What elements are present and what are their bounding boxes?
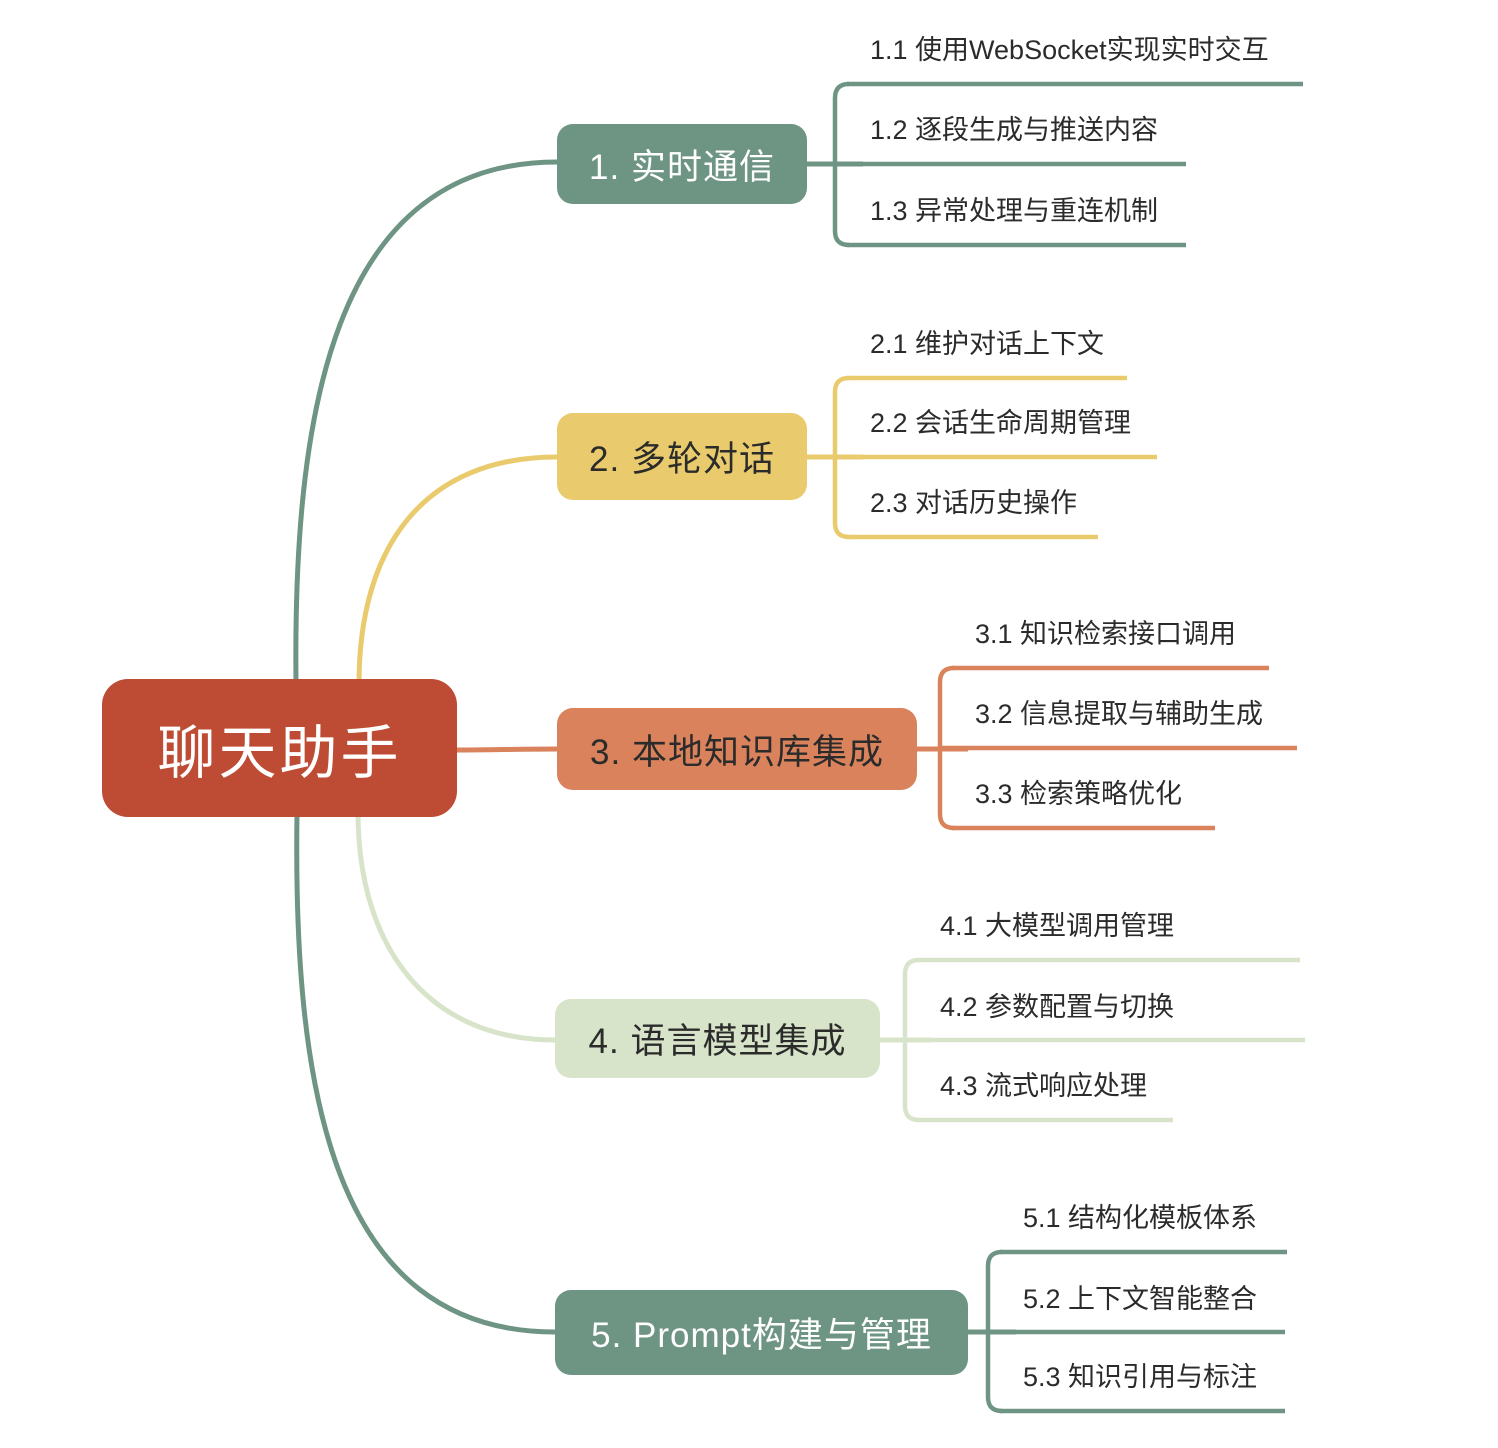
root-to-branch-2-curve (356, 454, 560, 687)
subtopic-2-3[interactable]: 2.3 对话历史操作 (870, 488, 1078, 518)
subtopic-1-1[interactable]: 1.1 使用WebSocket实现实时交互 (870, 35, 1269, 65)
subtopic-2-2[interactable]: 2.2 会话生命周期管理 (870, 408, 1132, 438)
subtopic-5-1[interactable]: 5.1 结构化模板体系 (1023, 1203, 1258, 1233)
branch-4-label: 4. 语言模型集成 (588, 1022, 847, 1061)
branch-node-3[interactable]: 3. 本地知识库集成 (557, 708, 917, 790)
root-node[interactable]: 聊天助手 (102, 679, 457, 817)
branch-node-4[interactable]: 4. 语言模型集成 (555, 999, 880, 1078)
subtopic-3-2[interactable]: 3.2 信息提取与辅助生成 (975, 699, 1264, 729)
branch-5-label: 5. Prompt构建与管理 (591, 1316, 932, 1355)
root-to-branch-3-curve (454, 746, 560, 753)
root-to-branch-1-curve (293, 159, 560, 687)
root-to-branch-4-curve (355, 809, 558, 1043)
subtopic-1-3[interactable]: 1.3 异常处理与重连机制 (870, 196, 1159, 226)
subtopic-3-1[interactable]: 3.1 知识检索接口调用 (975, 619, 1237, 649)
branch-1-connectors (293, 81, 1303, 687)
branch-1-label: 1. 实时通信 (589, 147, 775, 187)
root-label: 聊天助手 (157, 721, 402, 786)
branch-3-connectors (454, 665, 1297, 831)
branch-2-label: 2. 多轮对话 (589, 440, 775, 479)
subtopic-4-1[interactable]: 4.1 大模型调用管理 (940, 911, 1175, 941)
branch-4-connectors (355, 809, 1305, 1123)
subtopic-3-3[interactable]: 3.3 检索策略优化 (975, 779, 1183, 809)
branch-node-2[interactable]: 2. 多轮对话 (557, 413, 807, 500)
branch-3-label: 3. 本地知识库集成 (590, 732, 884, 772)
root-to-branch-5-curve (294, 809, 558, 1335)
subtopic-5-2[interactable]: 5.2 上下文智能整合 (1023, 1284, 1258, 1314)
subtopic-2-1[interactable]: 2.1 维护对话上下文 (870, 329, 1105, 359)
subtopic-1-2[interactable]: 1.2 逐段生成与推送内容 (870, 115, 1159, 145)
branch-node-1[interactable]: 1. 实时通信 (557, 124, 807, 204)
subtopic-4-2[interactable]: 4.2 参数配置与切换 (940, 992, 1175, 1022)
branch-node-5[interactable]: 5. Prompt构建与管理 (555, 1290, 968, 1375)
subtopic-5-3[interactable]: 5.3 知识引用与标注 (1023, 1362, 1258, 1392)
branch-2-connectors (356, 375, 1157, 687)
branch-5-connectors (294, 809, 1287, 1414)
subtopic-4-3[interactable]: 4.3 流式响应处理 (940, 1071, 1148, 1101)
